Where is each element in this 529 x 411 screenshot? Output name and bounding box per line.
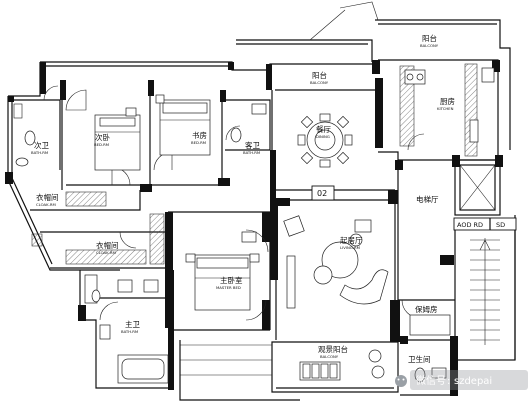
stair-treads [470, 238, 500, 345]
room-label-bedroom-second: 次卧 [95, 132, 110, 142]
room-label-bath-small: 卫生间 [408, 354, 431, 364]
room-label-bath-second: 次卫 [34, 140, 49, 150]
room-label-study: 书房 [192, 130, 207, 140]
balcony-furniture [299, 349, 385, 381]
room-label-kitchen: 厨房 [440, 96, 455, 106]
room-label-balcony-mid: 阳台 [312, 70, 327, 80]
watermark-colon: : [447, 376, 450, 387]
room-label-dining-en: DINING [316, 134, 330, 139]
room-label-bedroom-second-en: BED.RM [94, 142, 109, 147]
room-label-bath-second-en: BATH.RM [31, 150, 48, 155]
room-label-cloak-upper: 衣帽间 [36, 192, 59, 202]
room-label-master-bath-en: BATH.RM [121, 329, 138, 334]
master-bed [185, 231, 260, 311]
shaft-labels: AOD RD SD [453, 217, 517, 231]
room-label-view-balcony: 观景阳台 [318, 344, 348, 354]
watermark-prefix: 微信号 [416, 374, 446, 387]
room-label-study-en: BED.RM [191, 140, 206, 145]
living-furniture [283, 215, 389, 309]
room-label-elevator-hall: 电梯厅 [416, 194, 439, 204]
room-label-view-balcony-en: BALCONY [320, 354, 339, 359]
room-label-master-bed: 主卧室 [220, 275, 243, 285]
room-label-master-bed-en: MASTER BED [216, 285, 241, 290]
wechat-logo-icon [395, 375, 407, 387]
room-label-cloak-lower-en: CLOAK.RM [96, 250, 116, 255]
second-bath-fixtures [15, 130, 36, 167]
room-label-cloak-lower: 衣帽间 [96, 240, 119, 250]
watermark: 微信号 : szdepai [395, 370, 528, 390]
study-bed [155, 94, 211, 156]
dining-table [297, 113, 353, 168]
room-label-balcony-mid-en: BALCONY [310, 80, 329, 85]
room-label-living-en: LIVING.RM [340, 245, 360, 250]
shaft-label-aod: AOD RD [457, 221, 483, 229]
kitchen-fixtures [404, 67, 495, 143]
room-label-living: 起居厅 [340, 236, 363, 245]
master-bath-fixtures [84, 274, 169, 384]
shaft-label-sd: SD [496, 221, 505, 229]
room-label-kitchen-en: KITCHEN [437, 106, 454, 111]
furniture [15, 67, 495, 384]
walls [5, 1, 516, 401]
room-label-master-bath: 主卫 [125, 319, 140, 329]
unit-tag-text: 02 [317, 189, 327, 198]
room-label-balcony-top: 阳台 [422, 33, 437, 43]
nanny-fixtures [409, 314, 451, 383]
room-label-balcony-top-en: BALCONY [420, 43, 439, 48]
room-label-dining: 餐厅 [316, 125, 331, 134]
room-labels: 阳台 BALCONY 阳台 BALCONY 厨房 KITCHEN 次卧 BED.… [31, 33, 455, 364]
second-bed [94, 107, 141, 171]
watermark-account: szdepai [454, 376, 492, 387]
unit-tag: 02 [311, 185, 335, 201]
room-label-guest-bath: 客卫 [245, 140, 260, 150]
room-label-nanny: 保姆房 [415, 304, 438, 314]
room-label-guest-bath-en: BATH.RM [243, 150, 260, 155]
guest-bath-fixtures [230, 103, 267, 143]
room-label-cloak-upper-en: CLOAK.RM [36, 202, 56, 207]
